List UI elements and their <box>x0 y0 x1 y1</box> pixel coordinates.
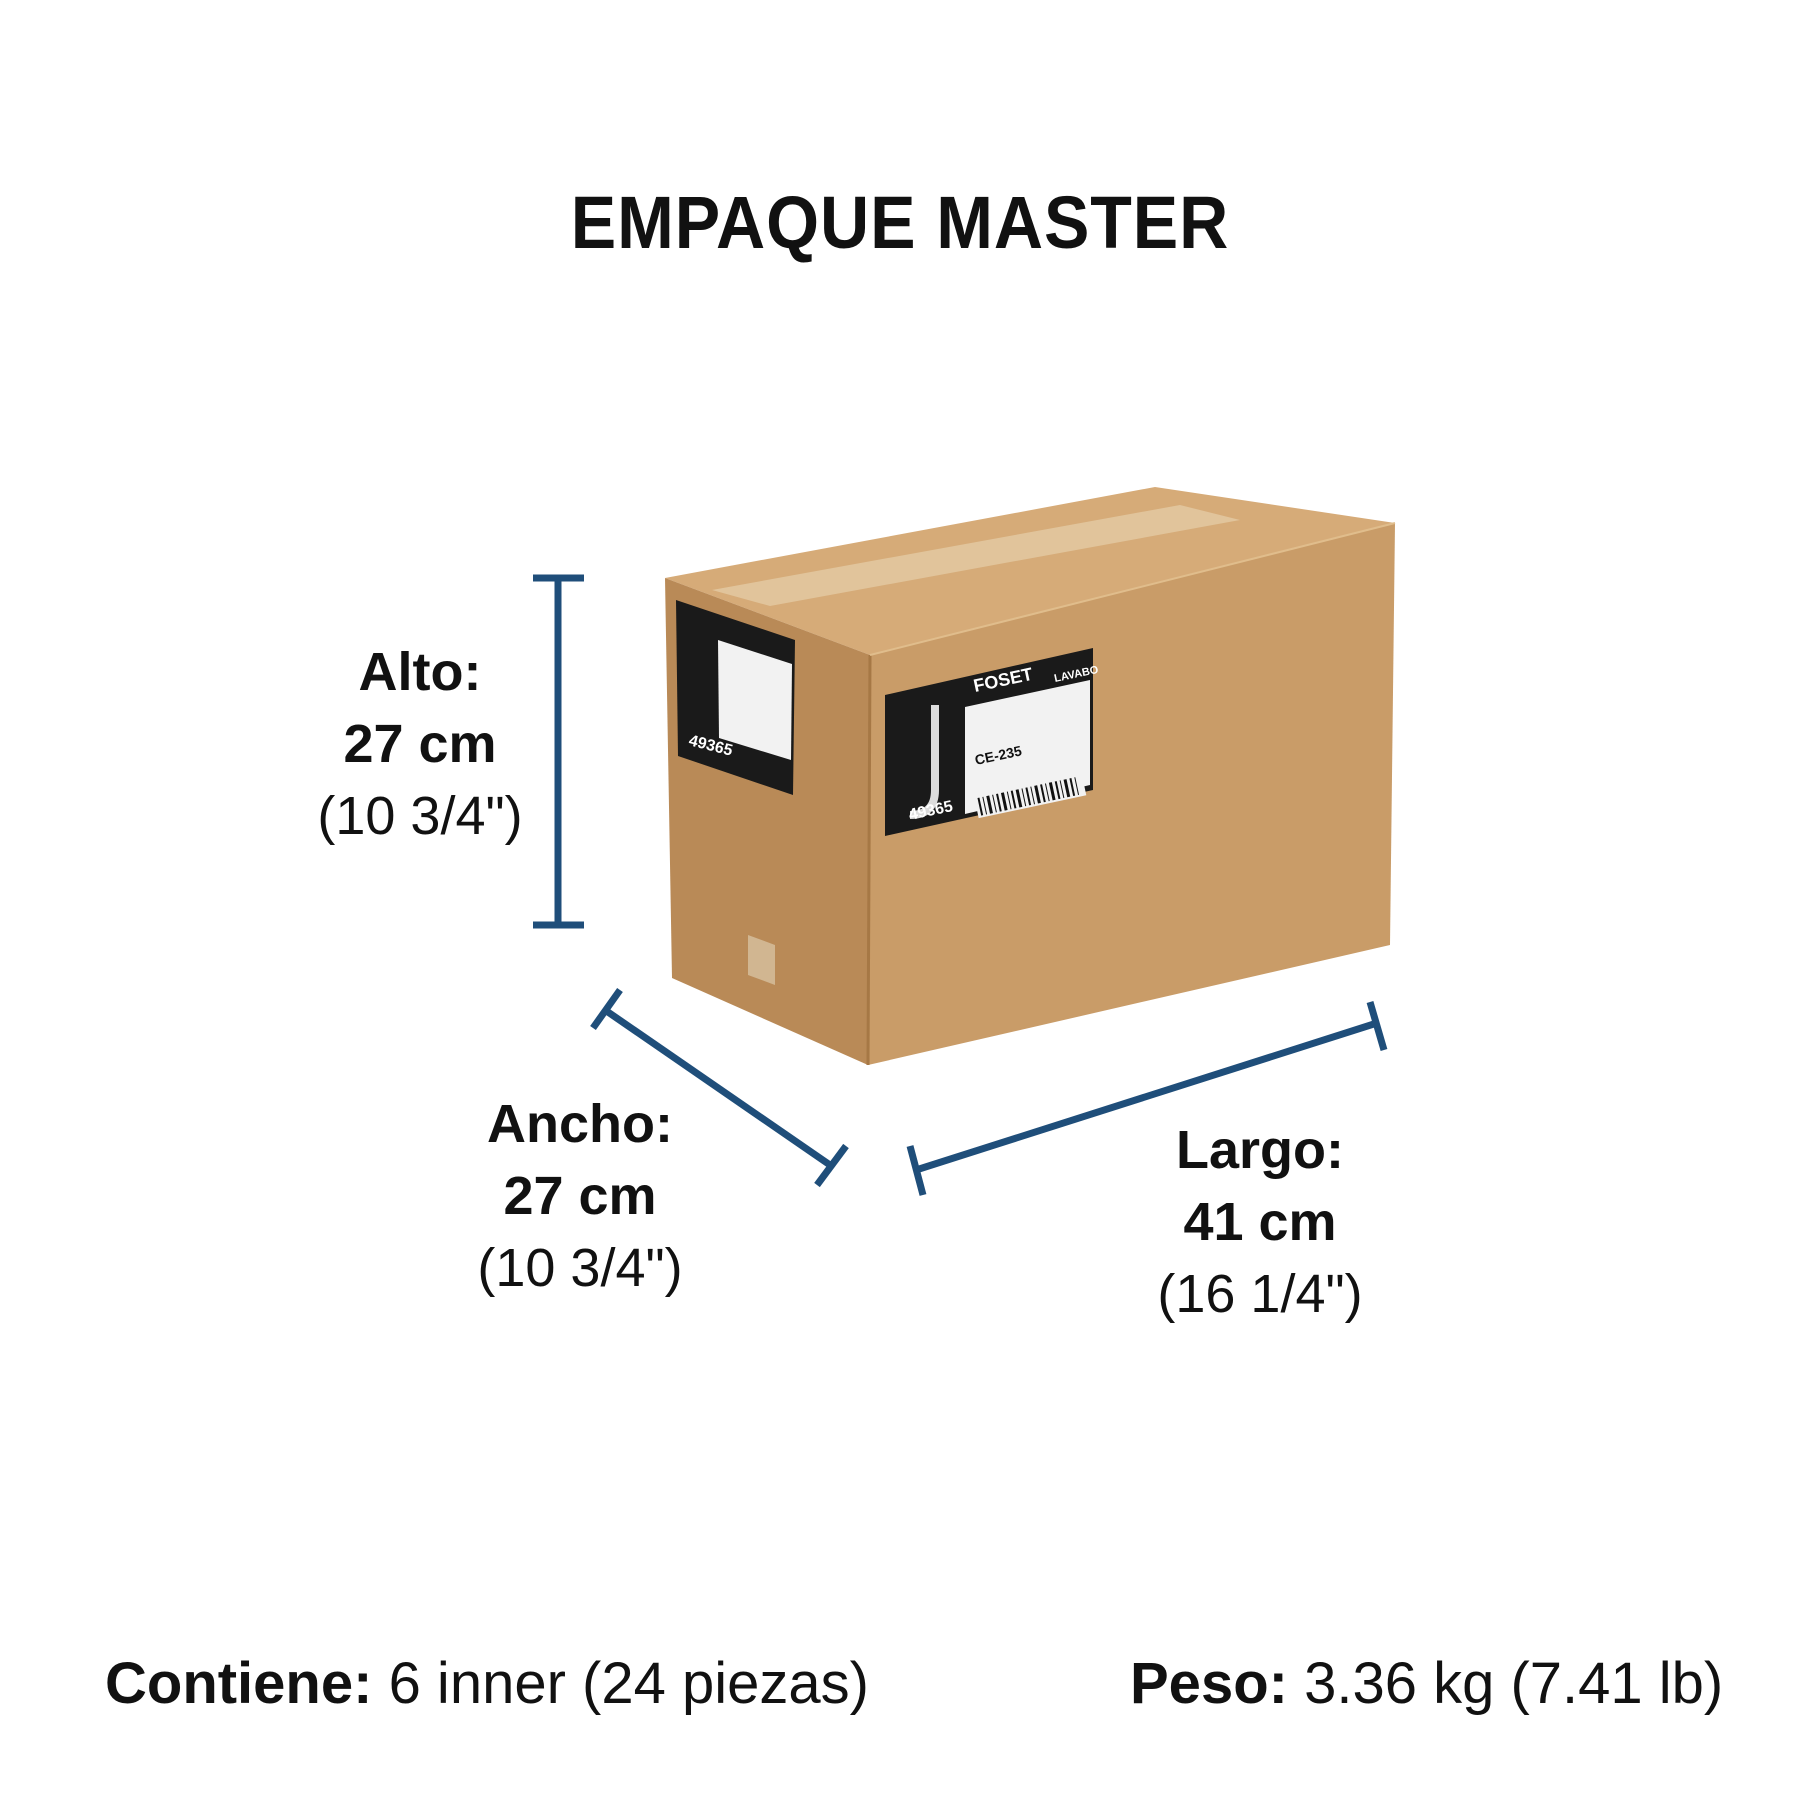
largo-dimension-line <box>914 1019 1379 1174</box>
ancho-imperial: (10 3/4") <box>477 1238 683 1298</box>
weight-value: 3.36 kg (7.41 lb) <box>1304 1651 1724 1716</box>
contents-info: Contiene: 6 inner (24 piezas) <box>105 1650 869 1717</box>
alto-label: Alto: <box>358 642 482 702</box>
barcode-icon <box>974 773 1087 819</box>
weight-info: Peso: 3.36 kg (7.41 lb) <box>1130 1650 1723 1717</box>
weight-label: Peso: <box>1130 1651 1288 1716</box>
box-top-face <box>665 487 1395 655</box>
alto-imperial: (10 3/4") <box>317 786 523 846</box>
ancho-dimension-line <box>603 1007 832 1168</box>
ancho-dimension-label: Ancho: 27 cm (10 3/4") <box>450 1088 710 1304</box>
alto-metric: 27 cm <box>343 714 497 774</box>
largo-label: Largo: <box>1176 1120 1344 1180</box>
tape-top <box>712 505 1240 606</box>
largo-imperial: (16 1/4") <box>1157 1264 1363 1324</box>
box-front-face <box>868 523 1395 1065</box>
largo-metric: 41 cm <box>1183 1192 1337 1252</box>
contents-label: Contiene: <box>105 1651 373 1716</box>
alto-dimension-label: Alto: 27 cm (10 3/4") <box>290 636 550 852</box>
page-title: EMPAQUE MASTER <box>570 181 1230 264</box>
ancho-label: Ancho: <box>487 1094 673 1154</box>
largo-dimension-label: Largo: 41 cm (16 1/4") <box>1130 1114 1390 1330</box>
contents-value: 6 inner (24 piezas) <box>388 1651 869 1716</box>
ancho-metric: 27 cm <box>503 1166 657 1226</box>
